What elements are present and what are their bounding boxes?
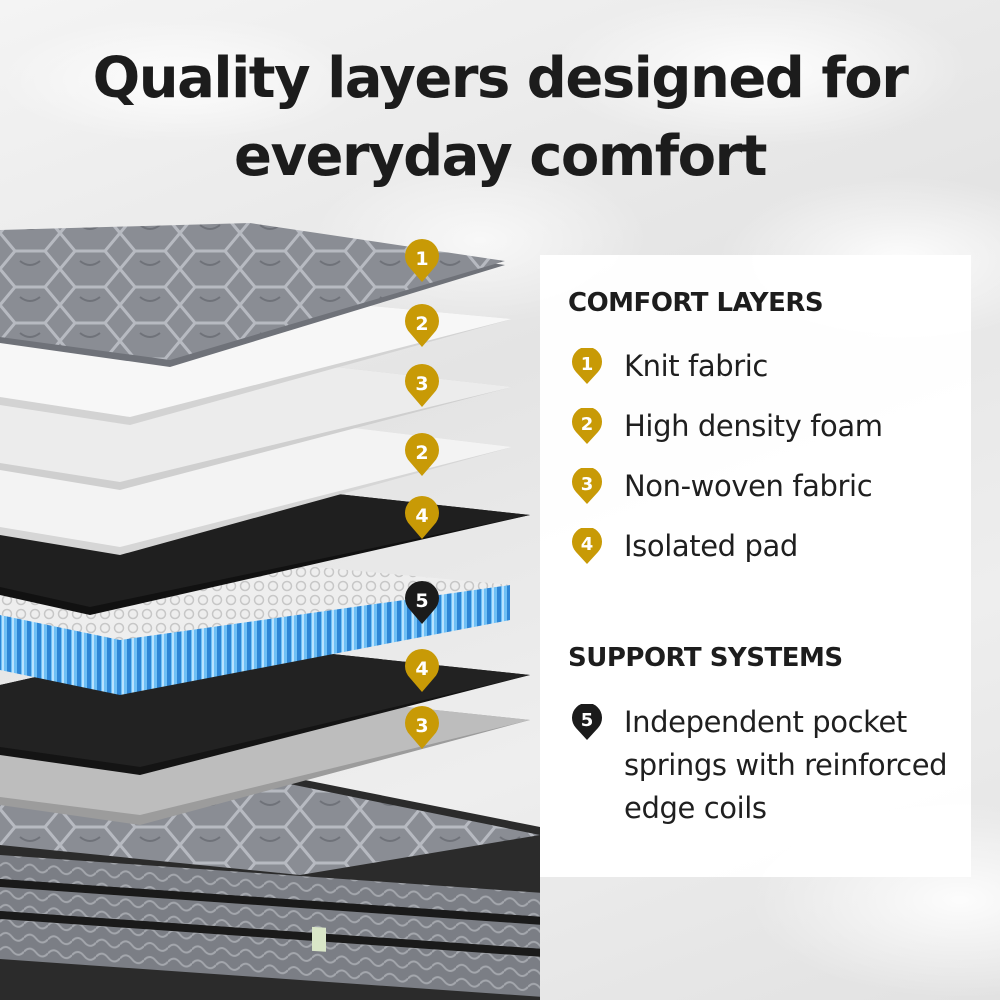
layer-marker-number: 3 xyxy=(415,373,428,395)
comfort-item-label: Knit fabric xyxy=(624,349,768,383)
layer-marker-number: 4 xyxy=(415,658,428,680)
svg-text:5: 5 xyxy=(581,710,594,731)
support-item-label-line-1: Independent pocket xyxy=(624,705,907,739)
support-item-label-line-3: edge coils xyxy=(624,791,767,825)
comfort-item-high-density-foam: 2 High density foam xyxy=(568,405,883,448)
layer-marker-2-icon: 2 xyxy=(404,432,439,476)
layer-marker-number: 2 xyxy=(415,313,428,335)
svg-text:2: 2 xyxy=(581,414,594,435)
layer-marker-1-icon: 1 xyxy=(404,238,439,282)
support-item-label: Independent pocket springs with reinforc… xyxy=(624,701,948,830)
layer-markers: 1 2 3 2 4 5 4 3 xyxy=(404,238,439,749)
svg-text:3: 3 xyxy=(581,474,594,495)
layers-info-panel: COMFORT LAYERS 1 Knit fabric 2 High dens… xyxy=(540,255,971,877)
page-headline: Quality layers designed for everyday com… xyxy=(0,40,1000,196)
marker-pin-4-icon: 4 xyxy=(572,528,602,564)
support-item-pocket-springs: 5 Independent pocket springs with reinfo… xyxy=(568,701,948,830)
svg-text:4: 4 xyxy=(581,534,594,555)
support-item-label-line-2: springs with reinforced xyxy=(624,748,948,782)
layer-marker-5-icon: 5 xyxy=(404,580,439,624)
comfort-item-label: Isolated pad xyxy=(624,529,798,563)
layer-marker-2-icon: 2 xyxy=(404,303,439,347)
comfort-item-knit-fabric: 1 Knit fabric xyxy=(568,345,768,388)
svg-text:1: 1 xyxy=(581,354,594,375)
layer-marker-number: 4 xyxy=(415,505,428,527)
layer-marker-4-icon: 4 xyxy=(404,495,439,539)
layer-marker-number: 5 xyxy=(415,590,428,612)
headline-line-1: Quality layers designed for xyxy=(92,46,909,111)
mattress-layer-stack: 1 2 3 2 4 5 4 3 xyxy=(0,215,540,1000)
layer-marker-number: 3 xyxy=(415,715,428,737)
marker-pin-3-icon: 3 xyxy=(572,468,602,504)
layer-marker-3-icon: 3 xyxy=(404,705,439,749)
support-systems-title: SUPPORT SYSTEMS xyxy=(568,643,843,673)
layer-knit-fabric xyxy=(0,223,505,367)
marker-pin-2-icon: 2 xyxy=(572,408,602,444)
comfort-item-isolated-pad: 4 Isolated pad xyxy=(568,525,798,568)
layer-marker-3-icon: 3 xyxy=(404,363,439,407)
headline-line-2: everyday comfort xyxy=(234,124,767,189)
layer-marker-4-icon: 4 xyxy=(404,648,439,692)
layer-marker-number: 2 xyxy=(415,442,428,464)
comfort-item-label: High density foam xyxy=(624,409,883,443)
marker-pin-1-icon: 1 xyxy=(572,348,602,384)
comfort-item-label: Non-woven fabric xyxy=(624,469,873,503)
comfort-layers-title: COMFORT LAYERS xyxy=(568,288,824,318)
layer-marker-number: 1 xyxy=(415,248,428,270)
comfort-item-non-woven-fabric: 3 Non-woven fabric xyxy=(568,465,873,508)
marker-pin-5-icon: 5 xyxy=(572,704,602,740)
